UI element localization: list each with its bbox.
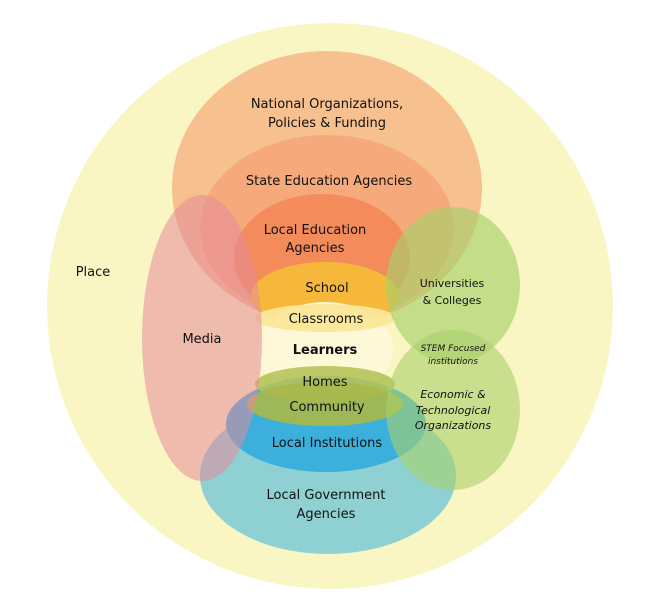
community-ellipse xyxy=(247,382,403,426)
economic-technological-label-line3: Organizations xyxy=(415,419,492,432)
media-label: Media xyxy=(182,332,221,347)
classrooms-label: Classrooms xyxy=(289,312,364,327)
universities-colleges-label-line1: Universities xyxy=(420,277,485,290)
local-education-agencies-label-line1: Local Education xyxy=(264,223,367,238)
local-institutions-label: Local Institutions xyxy=(272,436,383,451)
media-ellipse xyxy=(142,195,262,481)
universities-colleges-label-line2: & Colleges xyxy=(423,294,482,307)
local-government-agencies-label-line1: Local Government xyxy=(267,488,386,503)
local-government-agencies-label-line2: Agencies xyxy=(297,507,356,522)
universities-colleges-ellipse xyxy=(386,207,520,363)
community-label: Community xyxy=(289,400,365,415)
national-organizations-label-line1: National Organizations, xyxy=(251,97,403,112)
local-education-agencies-label-line2: Agencies xyxy=(286,241,345,256)
stem-focused-label-line1: STEM Focused xyxy=(421,344,486,354)
economic-technological-label-line1: Economic & xyxy=(420,388,486,401)
classrooms-ellipse xyxy=(255,304,395,332)
stem-focused-label-line2: institutions xyxy=(428,357,478,367)
learners-label: Learners xyxy=(293,343,358,358)
homes-label: Homes xyxy=(302,375,347,390)
place-label: Place xyxy=(76,265,111,280)
national-organizations-label-line2: Policies & Funding xyxy=(268,116,386,131)
state-education-agencies-label: State Education Agencies xyxy=(246,174,413,189)
economic-technological-ellipse xyxy=(386,330,520,490)
school-label: School xyxy=(305,281,348,296)
economic-technological-label-line2: Technological xyxy=(416,404,491,417)
